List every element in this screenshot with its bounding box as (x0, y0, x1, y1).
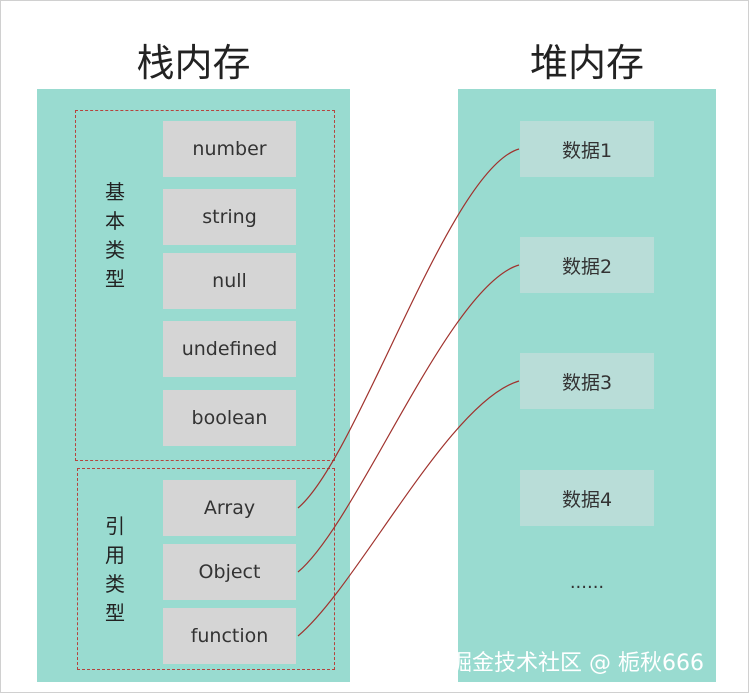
reference-types-label: 引用类型 (105, 514, 125, 625)
primitive-type-null: null (163, 253, 296, 309)
primitive-type-string: string (163, 189, 296, 245)
primitive-type-undefined: undefined (163, 321, 296, 377)
heap-data-3: 数据3 (520, 353, 654, 409)
heap-data-4: 数据4 (520, 470, 654, 526)
link-array-to-heap-1 (297, 148, 520, 509)
primitive-types-group (75, 110, 335, 461)
primitive-type-boolean: boolean (163, 390, 296, 446)
primitive-type-number: number (163, 121, 296, 177)
heap-data-1: 数据1 (520, 121, 654, 177)
reference-type-function: function (163, 608, 296, 664)
link-function-to-heap-3 (297, 380, 520, 637)
reference-type-array: Array (163, 480, 296, 536)
link-object-to-heap-2 (297, 264, 520, 573)
primitive-types-label: 基本类型 (105, 180, 125, 291)
stack-title: 栈内存 (136, 41, 251, 85)
reference-type-object: Object (163, 544, 296, 600)
heap-data-2: 数据2 (520, 237, 654, 293)
heap-more-indicator: ...... (569, 572, 605, 593)
heap-title: 堆内存 (529, 41, 644, 85)
watermark: 掘金技术社区 @ 栀秋666 (450, 651, 704, 676)
reference-types-group (77, 468, 335, 670)
